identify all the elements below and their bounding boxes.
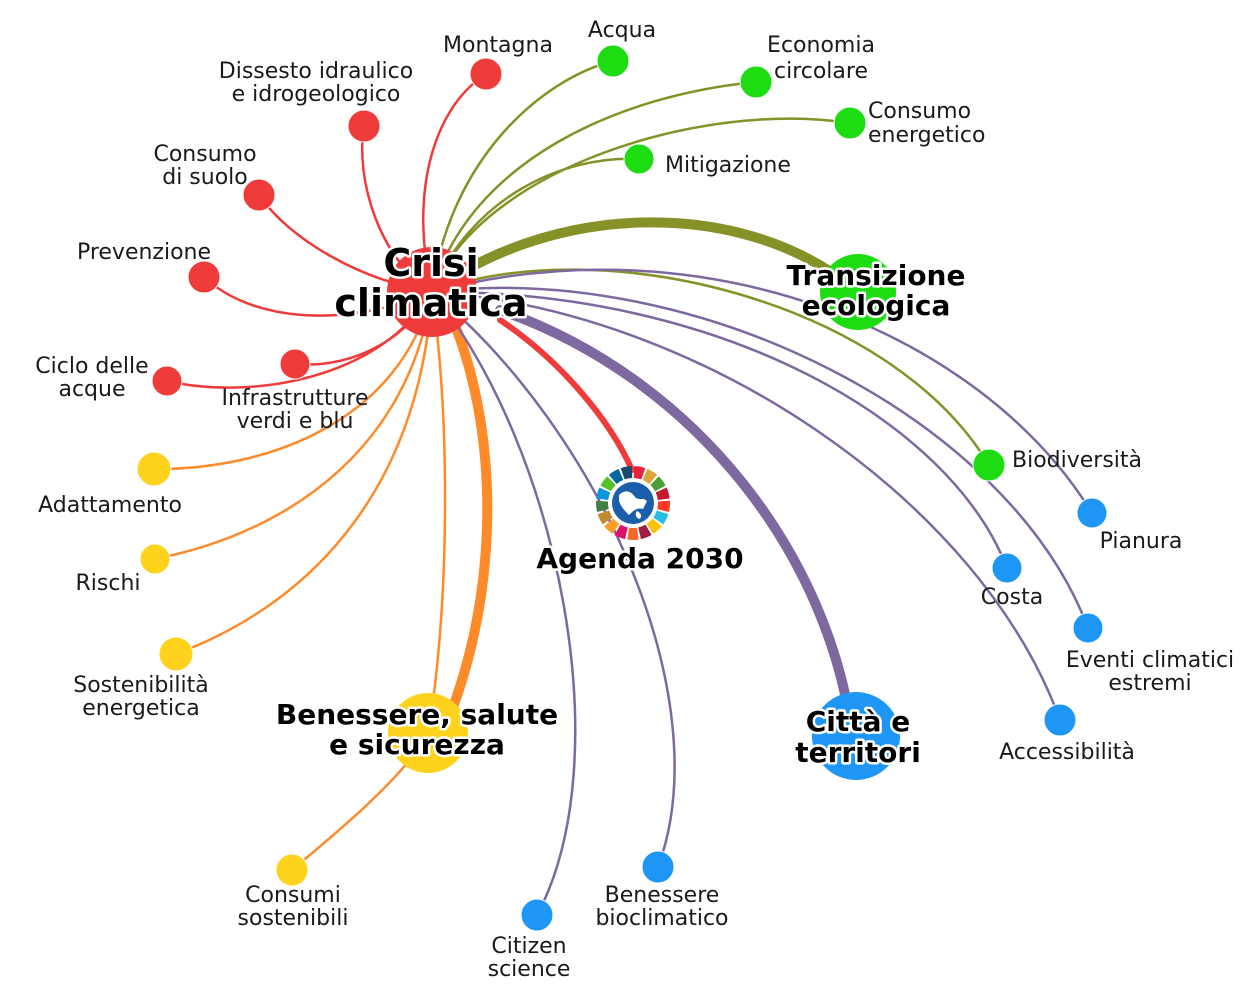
node-pianura[interactable] — [1076, 497, 1108, 529]
sdg-wheel-segment — [627, 527, 639, 540]
link-crisi-citizen — [430, 290, 577, 917]
sdg-wheel-segment — [614, 524, 628, 540]
node-economia[interactable] — [739, 65, 773, 99]
link-crisi-consumo-energetico — [430, 117, 852, 294]
sdg-wheel-segment — [620, 466, 633, 480]
label-pianura: Pianura — [1100, 529, 1183, 554]
node-accessibilita[interactable] — [1043, 703, 1077, 737]
sdg-wheel-segment — [646, 518, 662, 534]
sdg-wheel-segment — [633, 466, 646, 480]
hub-circles — [387, 247, 900, 780]
label-rischi: Rischi — [75, 571, 140, 596]
sdg-wheel-segment — [604, 518, 620, 534]
hub-citta-circle[interactable] — [812, 692, 900, 780]
link-crisi-transizione — [470, 217, 860, 295]
sdg-wheel-segment — [657, 500, 670, 513]
link-crisi-pianura — [430, 268, 1094, 515]
sdg-wheel-segment — [608, 468, 624, 485]
node-infrastrutture[interactable] — [279, 348, 311, 380]
node-ciclo[interactable] — [151, 365, 183, 397]
node-adattamento[interactable] — [136, 451, 172, 487]
label-accessibilita: Accessibilità — [999, 740, 1135, 765]
hub-agenda-label: Agenda 2030 — [536, 542, 743, 575]
node-consumo-suolo[interactable] — [242, 178, 276, 212]
node-montagna[interactable] — [469, 57, 503, 91]
link-crisi-sostenibilita — [174, 290, 434, 656]
label-montagna: Montagna — [443, 33, 553, 58]
sdg-wheel-segment — [653, 510, 669, 525]
node-dissesto[interactable] — [347, 109, 381, 143]
node-acqua[interactable] — [596, 44, 630, 78]
link-crisi-eventi — [430, 286, 1090, 630]
sdg-wheel-segment — [596, 500, 609, 513]
node-prevenzione[interactable] — [187, 260, 221, 294]
label-costa: Costa — [981, 585, 1043, 610]
hub-transizione-circle[interactable] — [820, 254, 896, 330]
node-sostenibilita[interactable] — [158, 636, 194, 672]
link-crisi-benessere-thick — [437, 320, 493, 740]
node-benessere-bio[interactable] — [641, 850, 675, 884]
node-biodiversita[interactable] — [972, 448, 1006, 482]
sdg-wheel-segment — [597, 510, 613, 525]
node-costa[interactable] — [991, 552, 1023, 584]
label-biodiversita: Biodiversità — [1012, 448, 1142, 473]
hub-crisi-circle[interactable] — [387, 247, 477, 337]
link-crisi-benessere-bio — [430, 290, 676, 869]
node-citizen[interactable] — [520, 898, 554, 932]
label-adattamento: Adattamento — [38, 493, 182, 518]
link-crisi-rischi — [153, 290, 434, 561]
node-rischi[interactable] — [139, 543, 171, 575]
sdg-wheel-segment — [650, 476, 666, 492]
sdg-wheel-segment — [596, 487, 611, 500]
sdg-wheel-segment — [638, 524, 652, 540]
nodes — [136, 44, 1108, 932]
node-consumi-sost[interactable] — [275, 853, 309, 887]
node-eventi[interactable] — [1072, 612, 1104, 644]
label-mitigazione: Mitigazione — [665, 153, 791, 178]
link-crisi-adattamento — [152, 290, 434, 471]
sdg-wheel-globe-icon[interactable] — [596, 466, 670, 540]
sdg-wheel-segment — [642, 468, 658, 485]
link-crisi-accessibilita — [430, 290, 1062, 722]
label-acqua: Acqua — [588, 18, 656, 43]
sdg-wheel-segment — [600, 476, 616, 492]
hub-benessere-circle[interactable] — [388, 693, 468, 773]
link-crisi-biodiversita — [430, 268, 991, 467]
label-prevenzione: Prevenzione — [77, 240, 211, 265]
node-consumo-energetico[interactable] — [833, 106, 867, 140]
link-crisi-agenda — [497, 317, 635, 473]
sdg-wheel-segment — [655, 487, 670, 500]
link-crisi-citta — [495, 305, 857, 740]
link-crisi-acqua — [430, 59, 615, 294]
link-crisi-benessere — [426, 290, 447, 737]
link-crisi-costa — [430, 290, 1009, 570]
node-mitigazione[interactable] — [623, 143, 655, 175]
link-crisi-economia — [430, 80, 758, 294]
